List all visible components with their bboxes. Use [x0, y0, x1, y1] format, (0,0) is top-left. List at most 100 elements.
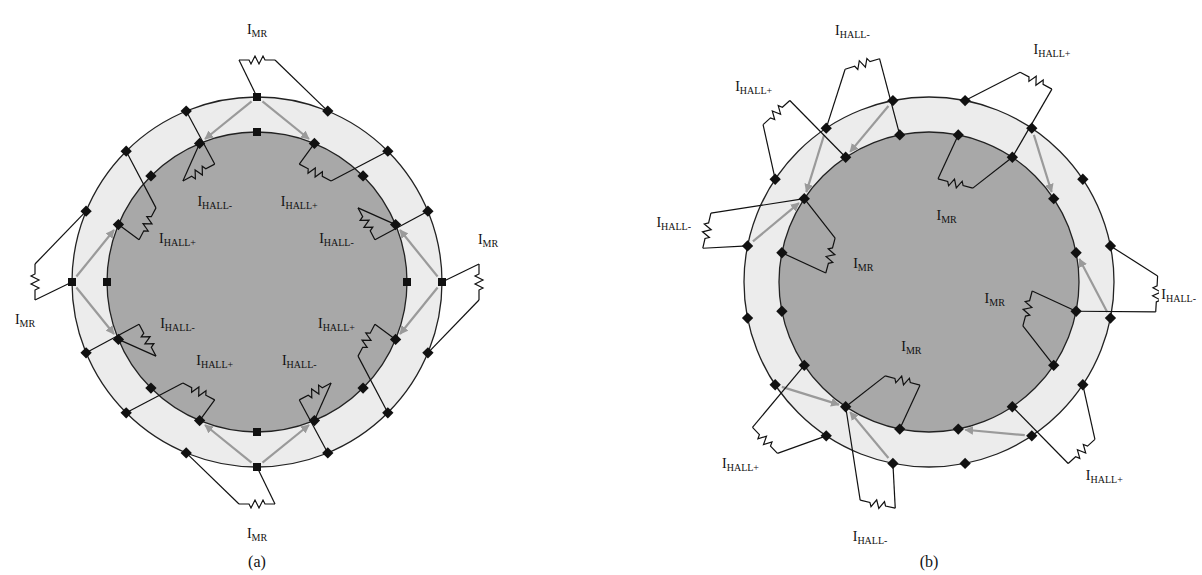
- current-source-symbol: [1020, 72, 1052, 89]
- wire: [118, 339, 156, 356]
- contact-pad: [894, 423, 905, 434]
- contact-pad: [821, 430, 832, 441]
- wire: [299, 400, 327, 453]
- current-arrow: [753, 203, 799, 241]
- wire: [752, 365, 804, 427]
- contact-pad: [1026, 430, 1037, 441]
- wire: [965, 72, 1020, 100]
- current-arrow: [1079, 259, 1107, 312]
- signal-label: IHALL-: [195, 194, 234, 211]
- wire: [239, 60, 257, 97]
- signal-label: IHALL+: [316, 316, 357, 333]
- contact-pad: [799, 360, 810, 371]
- contact-pad: [357, 170, 368, 181]
- wire: [711, 199, 804, 214]
- contact-pad: [390, 219, 401, 230]
- outer-ring: [744, 97, 1114, 467]
- current-source-symbol: [358, 324, 375, 356]
- wire: [331, 151, 388, 181]
- current-source-symbol: [826, 238, 835, 273]
- contact-pad: [80, 347, 91, 358]
- wire: [790, 101, 846, 158]
- signal-label: IHALL+: [157, 231, 198, 248]
- contact-pad: [422, 347, 433, 358]
- current-arrow: [850, 412, 888, 458]
- contact-pad: [382, 146, 393, 157]
- current-source-symbol: [475, 264, 483, 300]
- wire: [375, 211, 428, 239]
- contact-pad: [357, 382, 368, 393]
- wire: [900, 385, 920, 429]
- current-source-symbol: [1068, 439, 1095, 463]
- wire: [186, 453, 239, 504]
- contact-pad: [253, 428, 261, 436]
- current-arrow: [262, 101, 309, 139]
- current-source-symbol: [239, 56, 275, 64]
- contact-pad: [742, 312, 753, 323]
- current-arrow: [262, 425, 309, 463]
- wire: [880, 59, 900, 135]
- panel-caption: (b): [918, 554, 941, 570]
- current-source-symbol: [139, 208, 156, 240]
- contact-pad: [1026, 123, 1037, 134]
- contact-pad: [1048, 360, 1059, 371]
- wire: [1083, 385, 1095, 440]
- wire: [846, 407, 861, 500]
- signal-label: IMR: [13, 312, 37, 329]
- contact-pad: [309, 138, 320, 149]
- contact-pad: [1007, 401, 1018, 412]
- contact-pad: [145, 382, 156, 393]
- contact-pad: [181, 447, 192, 458]
- contact-pad: [113, 219, 124, 230]
- contact-pad: [776, 247, 787, 258]
- current-arrow: [965, 430, 1025, 435]
- contact-pad: [959, 458, 970, 469]
- contact-pad: [1070, 306, 1081, 317]
- contact-pad: [422, 206, 433, 217]
- wire: [275, 60, 328, 111]
- current-source-symbol: [358, 208, 375, 240]
- current-arrow: [400, 287, 438, 334]
- current-source-symbol: [183, 164, 215, 181]
- signal-label: IMR: [245, 22, 269, 39]
- contact-pad: [953, 423, 964, 434]
- current-source-symbol: [938, 179, 973, 188]
- current-source-symbol: [299, 383, 331, 400]
- contact-pad: [1048, 193, 1059, 204]
- current-source-symbol: [845, 58, 880, 69]
- wire: [1023, 326, 1054, 366]
- contact-pad: [840, 152, 851, 163]
- signal-label: IHALL+: [720, 456, 761, 473]
- current-arrow: [205, 101, 252, 139]
- current-source-symbol: [860, 500, 895, 509]
- contact-pad: [1105, 312, 1116, 323]
- wire: [358, 208, 396, 225]
- contact-pad: [1077, 174, 1088, 185]
- contact-pad: [1077, 379, 1088, 390]
- current-source-symbol: [31, 264, 39, 300]
- current-arrow: [205, 425, 252, 463]
- contact-pad: [742, 240, 753, 251]
- wire: [804, 199, 835, 239]
- contact-pad: [113, 334, 124, 345]
- contact-pad: [403, 278, 411, 286]
- contact-pad: [194, 138, 205, 149]
- contact-pad: [80, 206, 91, 217]
- current-source-symbol: [239, 500, 275, 508]
- signal-label: IMR: [899, 339, 923, 356]
- contact-pad: [770, 174, 781, 185]
- signal-label: IHALL-: [851, 529, 890, 546]
- contact-pad: [887, 458, 898, 469]
- contact-pad: [959, 95, 970, 106]
- wire: [782, 253, 826, 273]
- contact-pad: [253, 463, 261, 471]
- signal-label: IHALL+: [194, 353, 235, 370]
- signal-label: IHALL+: [1032, 42, 1073, 59]
- current-source-symbol: [703, 213, 712, 248]
- wire: [763, 125, 775, 180]
- current-source-symbol: [139, 324, 156, 356]
- signal-label: IMR: [851, 256, 875, 273]
- wire: [1012, 89, 1052, 157]
- wire: [35, 282, 72, 300]
